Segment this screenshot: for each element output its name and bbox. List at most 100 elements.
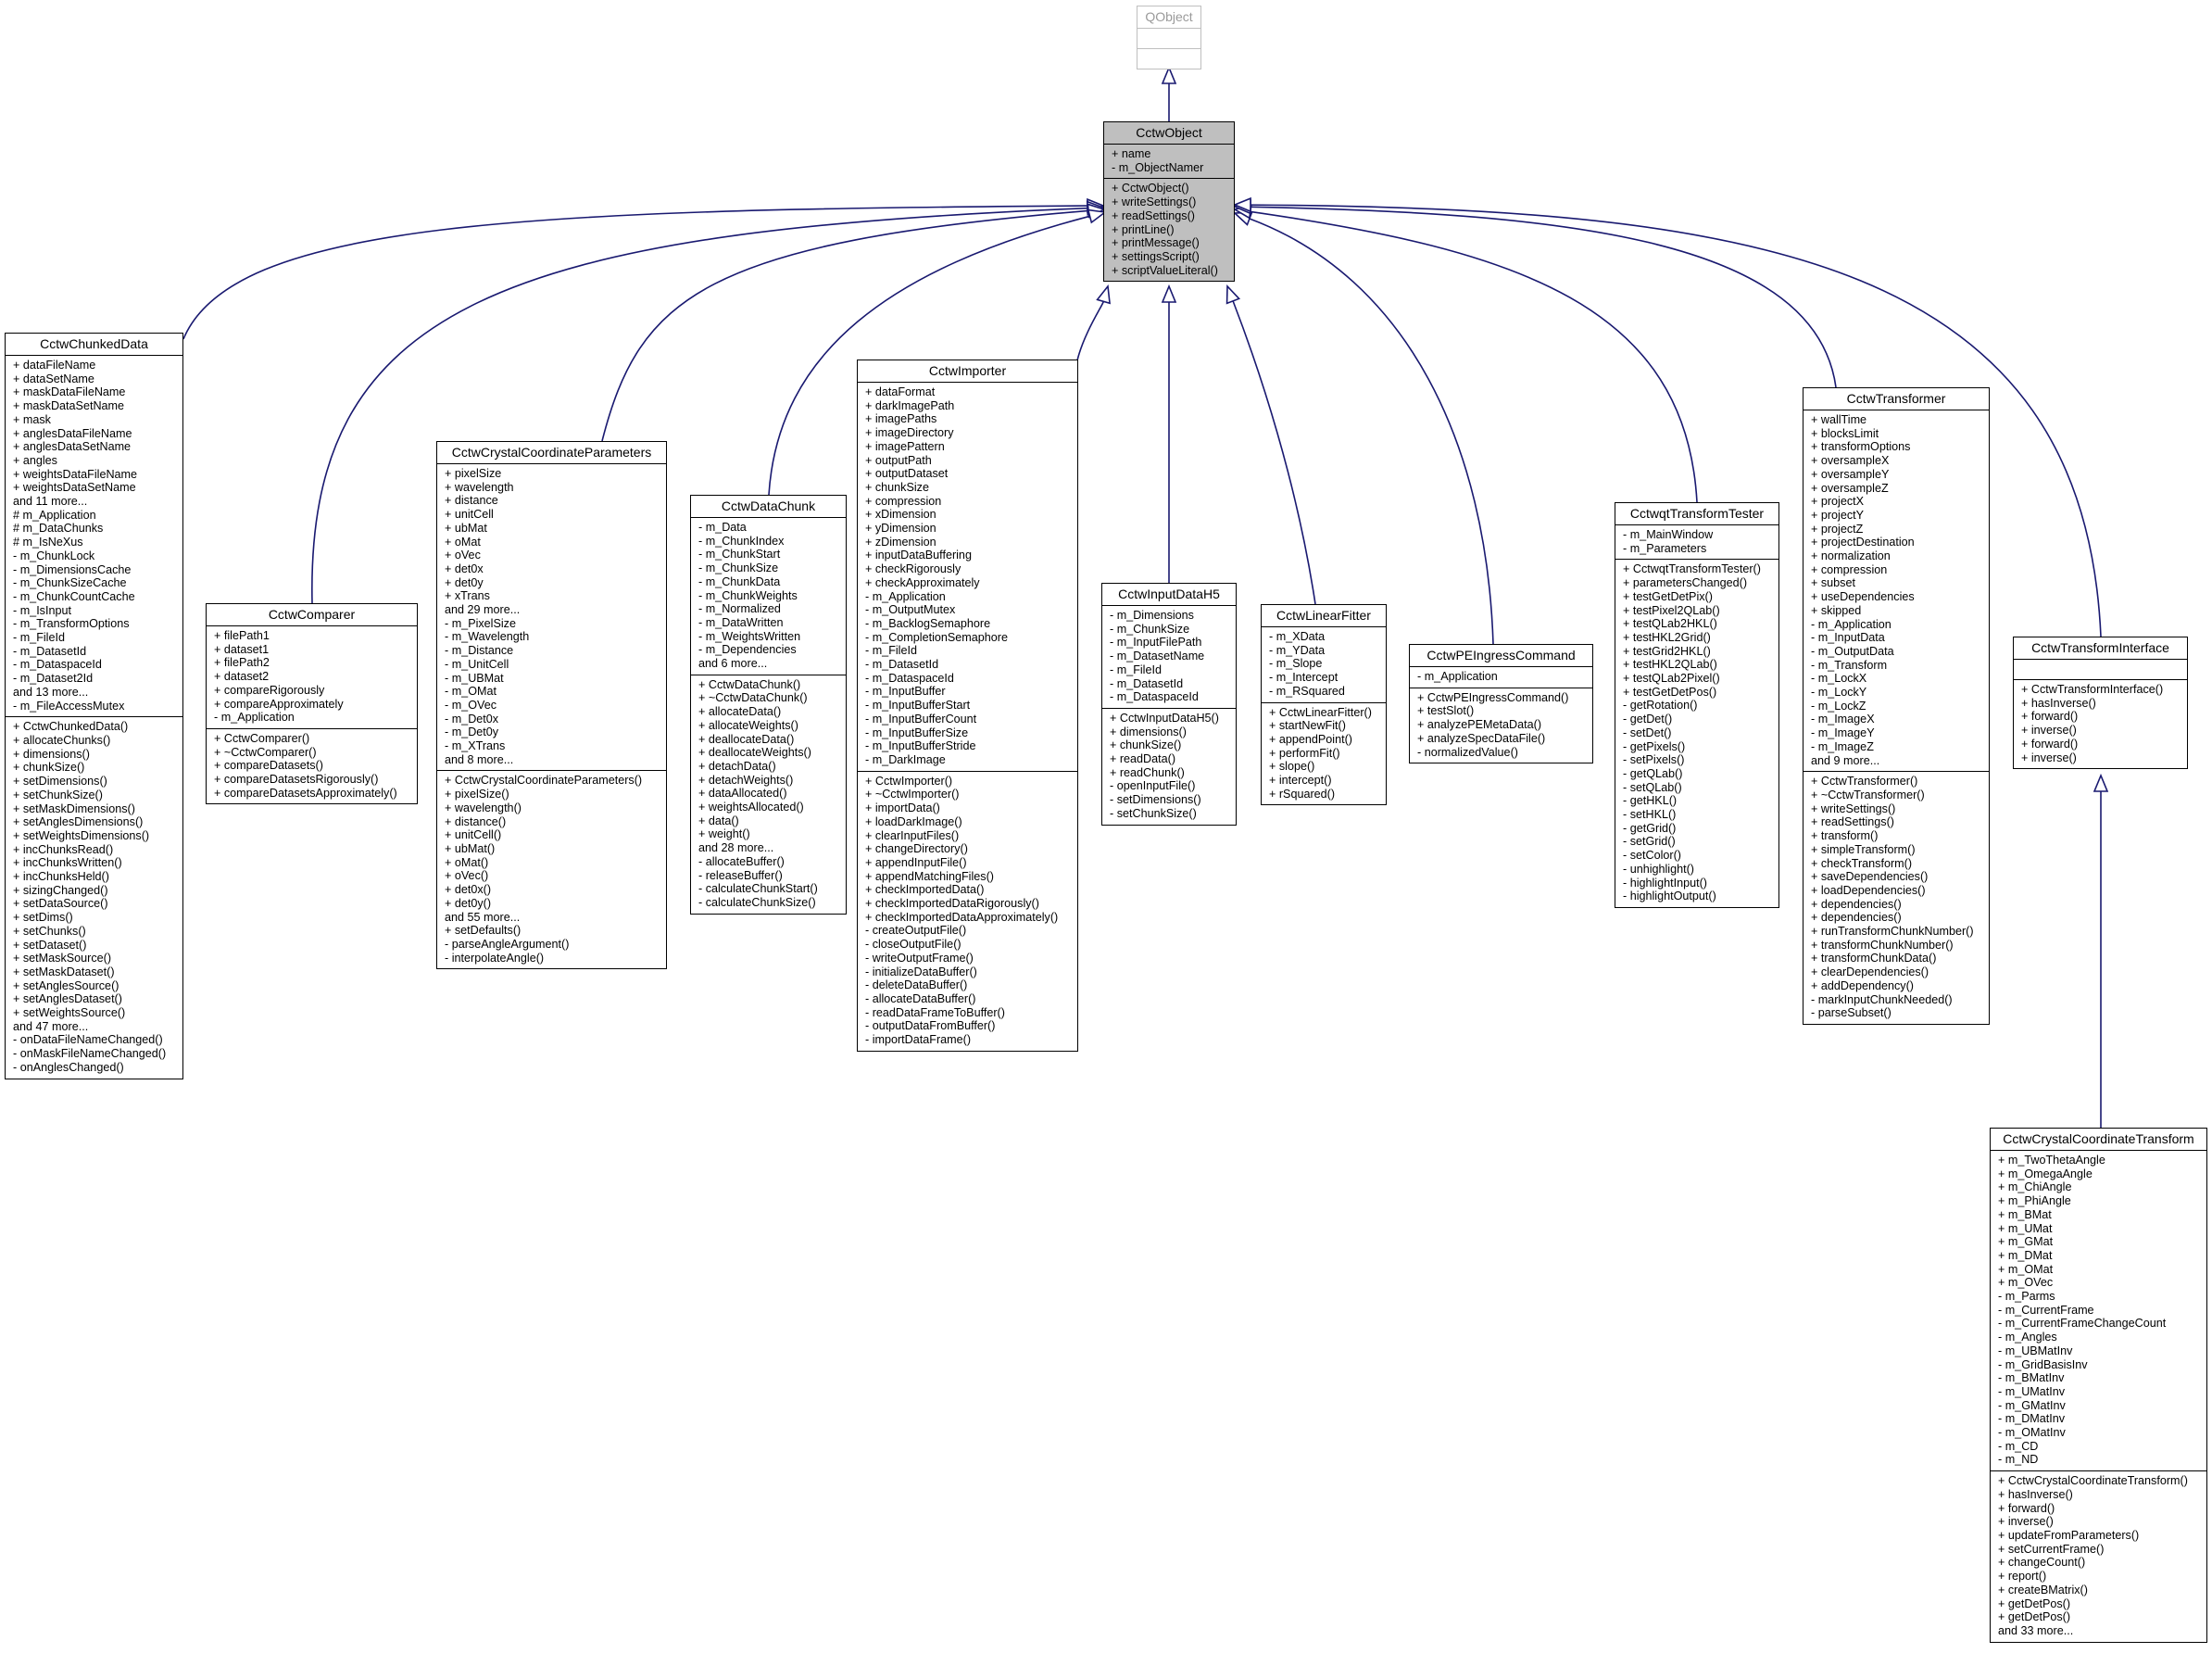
method: + CctwComparer() <box>214 731 310 745</box>
attribute: + projectY <box>1811 508 1865 522</box>
methods-section: + CctwLinearFitter()+ startNewFit()+ app… <box>1262 703 1386 805</box>
attribute: + filePath1 <box>214 629 270 642</box>
attribute: + blocksLimit <box>1811 426 1879 440</box>
method: - setGrid() <box>1623 835 1676 849</box>
method: + setAnglesDimensions() <box>13 815 144 829</box>
attribute: - m_Transform <box>1811 658 1888 672</box>
attribute: + m_TwoThetaAngle <box>1998 1154 2105 1167</box>
attribute: + useDependencies <box>1811 590 1915 604</box>
method: + setAnglesSource() <box>13 978 119 992</box>
attribute: + imageDirectory <box>865 426 954 440</box>
method: + appendPoint() <box>1269 732 1352 746</box>
cctransform-edge-arrow <box>2093 773 2109 792</box>
methods-section: + CctwChunkedData()+ allocateChunks()+ d… <box>6 717 182 1078</box>
class-cctwinputdatah5[interactable]: CctwInputDataH5- m_Dimensions- m_ChunkSi… <box>1101 583 1237 826</box>
method: + dimensions() <box>13 747 90 761</box>
class-cctwobject[interactable]: CctwObject+ name- m_ObjectNamer+ CctwObj… <box>1103 121 1235 283</box>
attribute: + unitCell <box>445 508 494 522</box>
attribute: - m_ObjectNamer <box>1112 160 1204 174</box>
attribute: - m_Angles <box>1998 1331 2057 1344</box>
class-cctwdatachunk[interactable]: CctwDataChunk- m_Data- m_ChunkIndex- m_C… <box>690 495 847 915</box>
attribute: - m_RSquared <box>1269 684 1345 698</box>
attribute: - m_ND <box>1998 1453 2039 1467</box>
attribute: - m_Slope <box>1269 657 1323 671</box>
attribute: # m_IsNeXus <box>13 536 83 549</box>
method: + runTransformChunkNumber() <box>1811 925 1974 939</box>
attribute: - m_InputFilePath <box>1110 636 1202 650</box>
attribute: + det0x <box>445 562 484 575</box>
method: + setMaskDimensions() <box>13 801 135 815</box>
method: - getGrid() <box>1623 821 1677 835</box>
attribute: + anglesDataSetName <box>13 440 132 454</box>
attributes-section <box>2014 660 2187 680</box>
method: + checkTransform() <box>1811 856 1913 870</box>
method: + forward() <box>2021 737 2079 751</box>
method: + setWeightsDimensions() <box>13 828 150 842</box>
class-cctwqttransformtester[interactable]: CctwqtTransformTester- m_MainWindow- m_P… <box>1615 502 1779 908</box>
class-name: CctwComparer <box>207 604 417 626</box>
attribute: + xTrans <box>445 589 490 603</box>
class-cctwcomparer[interactable]: CctwComparer+ filePath1+ dataset1+ fileP… <box>206 603 418 805</box>
method: - setChunkSize() <box>1110 806 1197 820</box>
class-name: CctwTransformInterface <box>2014 637 2187 660</box>
tinterface-edge <box>1250 204 2102 637</box>
attribute: + checkRigorously <box>865 562 961 576</box>
attribute: and 8 more... <box>445 752 514 766</box>
class-name: CctwCrystalCoordinateTransform <box>1991 1129 2206 1151</box>
method: + incChunksRead() <box>13 842 114 856</box>
class-cctwtransforminterface[interactable]: CctwTransformInterface+ CctwTransformInt… <box>2013 637 2188 770</box>
attribute: - m_WeightsWritten <box>698 629 801 643</box>
method: + saveDependencies() <box>1811 870 1929 884</box>
method: + setMaskSource() <box>13 952 112 965</box>
method: + CctwObject() <box>1112 182 1189 196</box>
methods-section: + CctwDataChunk()+ ~CctwDataChunk()+ all… <box>691 675 846 914</box>
attribute: - m_PixelSize <box>445 616 516 630</box>
class-cctwlinearfitter[interactable]: CctwLinearFitter- m_XData- m_YData- m_Sl… <box>1261 604 1387 806</box>
attribute: + subset <box>1811 576 1855 590</box>
method: + readSettings() <box>1811 815 1894 829</box>
attribute: - m_DatasetName <box>1110 650 1205 663</box>
attributes-section: + wallTime+ blocksLimit+ transformOption… <box>1804 410 1989 773</box>
attribute: + oMat <box>445 535 481 549</box>
class-cctwcrystalcoordinateparameters[interactable]: CctwCrystalCoordinateParameters+ pixelSi… <box>436 441 667 970</box>
method: + weight() <box>698 827 750 841</box>
method: + readChunk() <box>1110 765 1185 779</box>
attribute: - m_DatasetId <box>865 658 939 672</box>
class-cctwchunkeddata[interactable]: CctwChunkedData+ dataFileName+ dataSetNa… <box>5 333 183 1079</box>
class-name: CctwLinearFitter <box>1262 605 1386 627</box>
class-cctwcrystalcoordinatetransform[interactable]: CctwCrystalCoordinateTransform + m_TwoThe… <box>1990 1128 2207 1643</box>
qttester-edge <box>1250 210 1698 503</box>
method: + ubMat() <box>445 841 496 855</box>
method: + testPixel2QLab() <box>1623 603 1720 617</box>
attribute: - m_OutputData <box>1811 644 1894 658</box>
attribute: + outputPath <box>865 453 932 467</box>
class-cctwtransformer[interactable]: CctwTransformer+ wallTime+ blocksLimit+ … <box>1803 387 1990 1025</box>
method: + weightsAllocated() <box>698 801 804 814</box>
attribute: + yDimension <box>865 522 936 536</box>
method: + setDims() <box>13 911 73 925</box>
method: + setDataset() <box>13 938 87 952</box>
class-cctwpeingresscommand[interactable]: CctwPEIngressCommand- m_Application+ Cct… <box>1409 644 1593 764</box>
attribute: - m_ChunkLock <box>13 549 95 562</box>
attribute: - m_DataspaceId <box>13 658 102 672</box>
attribute: + m_UMat <box>1998 1221 2053 1235</box>
class-cctwimporter[interactable]: CctwImporter+ dataFormat+ darkImagePath+… <box>857 360 1078 1052</box>
attributes-section: + filePath1+ dataset1+ filePath2+ datase… <box>207 626 417 729</box>
method: + unitCell() <box>445 828 502 842</box>
method: + getDetPos() <box>1998 1596 2071 1610</box>
attribute: + checkApproximately <box>865 575 980 589</box>
method: + det0y() <box>445 896 492 910</box>
attribute: - m_Dimensions <box>1110 609 1194 622</box>
method: + setAnglesDataset() <box>13 992 122 1006</box>
attribute: - m_Wavelength <box>445 630 530 644</box>
attributes-section: + dataFileName+ dataSetName+ maskDataFil… <box>6 356 182 718</box>
method: + setMaskDataset() <box>13 965 115 978</box>
method: + setChunks() <box>13 924 86 938</box>
datachunk-edge <box>768 215 1090 496</box>
method: + writeSettings() <box>1112 196 1197 209</box>
method: + pixelSize() <box>445 788 509 801</box>
method: + CctwPEIngressCommand() <box>1417 690 1569 704</box>
class-qobject[interactable]: QObject <box>1137 6 1201 69</box>
methods-section: + CctwCrystalCoordinateParameters()+ pix… <box>437 771 666 968</box>
method: + createBMatrix() <box>1998 1583 2088 1596</box>
